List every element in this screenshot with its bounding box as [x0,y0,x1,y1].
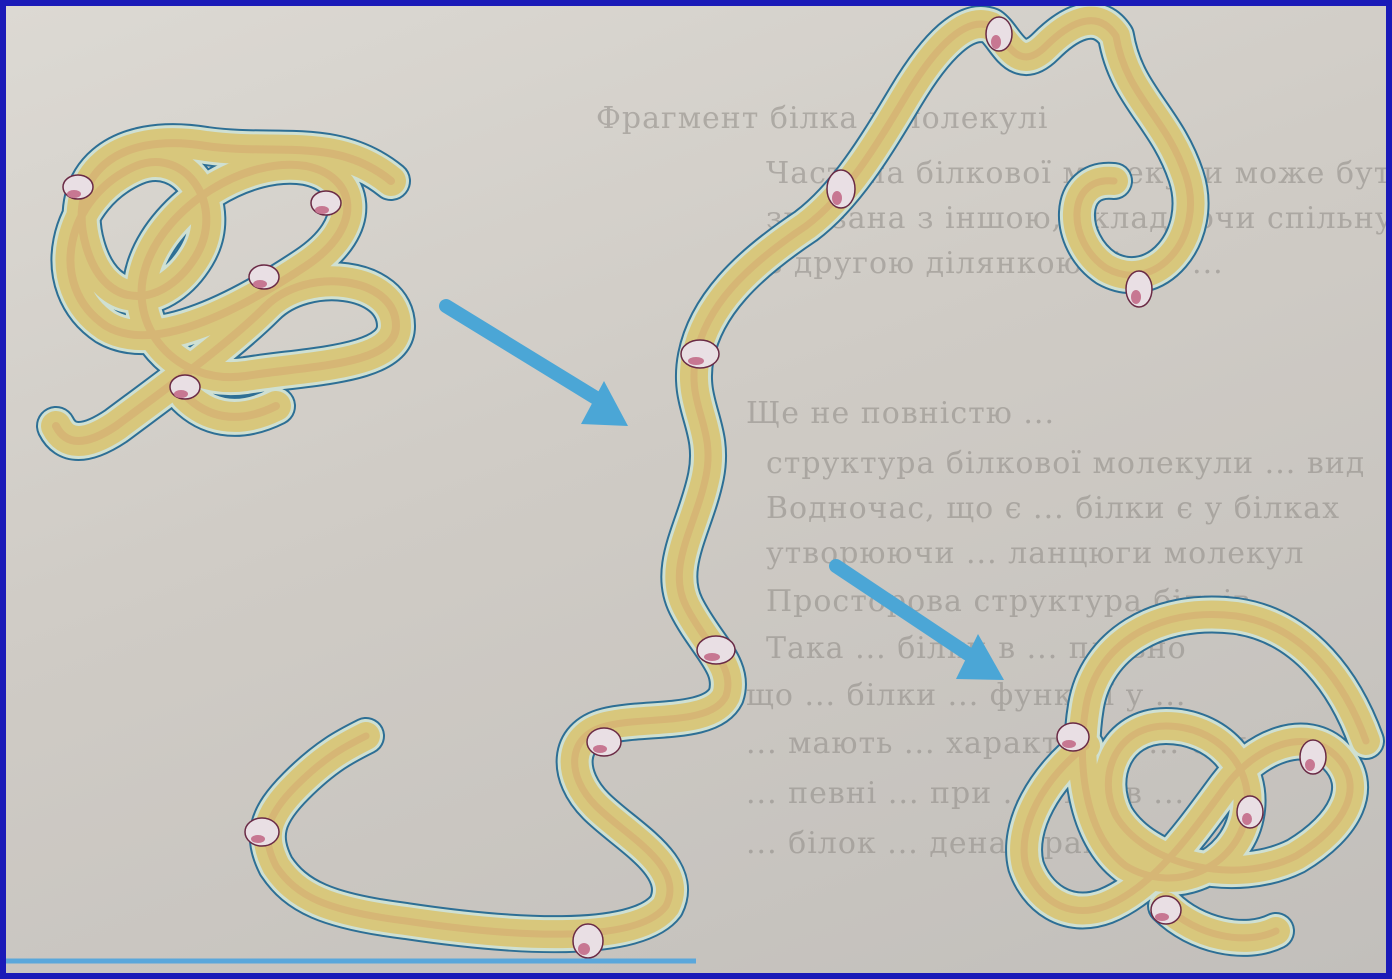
disulfide-bridge [1237,796,1263,828]
disulfide-bridge [170,375,200,399]
disulfide-bridge [587,728,621,756]
disulfide-bridge [827,170,855,208]
disulfide-bridge [573,924,603,958]
folded-protein-left-strand [56,143,396,441]
arrow-unfold [446,306,628,426]
disulfide-bridge [697,636,735,664]
arrow-refold [836,566,1004,680]
disulfide-bridge [249,265,279,289]
disulfide-bridge [681,340,719,368]
folded-protein-left [56,143,396,441]
disulfide-bridge [1151,896,1181,924]
refolded-protein-right [1024,614,1366,937]
disulfide-bridge [63,175,93,199]
disulfide-bridge [986,17,1012,51]
disulfide-bridge [1300,740,1326,774]
diagram-frame: Фрагмент білка в молекулі Частина білков… [6,6,1386,973]
protein-denaturation-diagram [6,6,1386,973]
disulfide-bridge [245,818,279,846]
disulfide-bridge [1057,723,1089,751]
disulfide-bridge [311,191,341,215]
disulfide-bridge [1126,271,1152,307]
